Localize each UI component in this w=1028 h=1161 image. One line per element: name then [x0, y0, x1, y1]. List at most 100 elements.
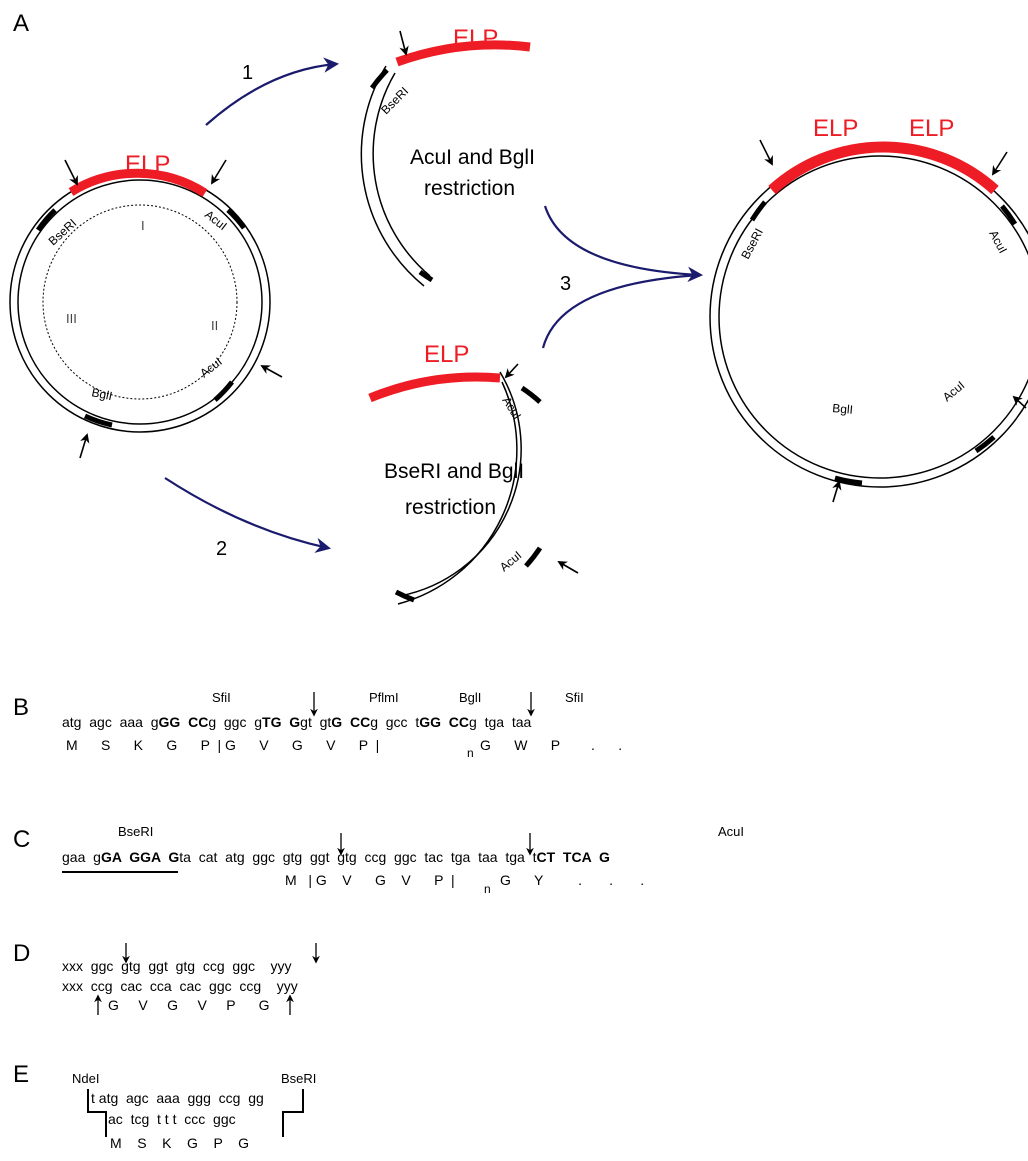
recognition-site-bases: GA GGA G — [101, 849, 179, 865]
sequence-bases: g ggc g — [208, 714, 262, 730]
step-2-arrow — [164, 477, 332, 553]
sequence-bases: atg agc aaa g — [62, 714, 159, 730]
step-2-label: 2 — [216, 538, 227, 560]
panel-d-top-strand: xxx ggc gtg ggt gtg ccg ggc yyy — [62, 958, 292, 974]
panel-c-letter: C — [13, 826, 30, 853]
step-3-label: 3 — [560, 273, 571, 295]
bgli-label: BglI — [832, 401, 854, 417]
fragment-1-caption-line1: AcuI and BglI — [410, 146, 535, 169]
bseri-label: BseRI — [738, 226, 766, 261]
segment-label-ii: II — [211, 318, 218, 333]
cut-arrow — [759, 139, 773, 166]
panel-e-protein-sequence: M S K G P G — [110, 1135, 249, 1151]
bseri-label: BseRI — [281, 1071, 316, 1086]
panel-a-letter: A — [13, 10, 29, 37]
elp-label: ELP — [453, 25, 498, 52]
product-plasmid: ELP ELP BseRI AcuI AcuI BglI — [709, 115, 1028, 503]
bseri-overhang-line — [282, 1089, 304, 1137]
acui-label-2: AcuI — [497, 548, 524, 574]
recognition-site-bases: CC — [188, 714, 208, 730]
sequence-bases — [180, 714, 188, 730]
step-1-arrow — [205, 57, 340, 126]
recognition-site-bases: CC — [350, 714, 370, 730]
elp-label-1: ELP — [813, 115, 858, 142]
sfii-label: SfiI — [212, 690, 231, 705]
fragment-2: ELP AcuI AcuI BseRI and BglI restriction — [368, 341, 579, 605]
acui-label: AcuI — [718, 824, 744, 839]
segment-label-iii: III — [66, 311, 77, 326]
recognition-site-bases: GG — [159, 714, 181, 730]
panel-c-dna-sequence: gaa gGA GGA Gta cat atg ggc gtg ggt gtg … — [62, 849, 610, 865]
bseri-label: BseRI — [46, 216, 80, 248]
acui-label: AcuI — [202, 207, 230, 233]
acui-site-mark — [226, 208, 247, 230]
step-1-label: 1 — [242, 62, 253, 84]
cut-arrow — [64, 159, 78, 186]
panel-e-top-strand: t atg agc aaa ggg ccg gg — [91, 1090, 264, 1106]
recognition-site-bases: TG — [262, 714, 282, 730]
panel-b-protein-sequence: M S K G P | G V G V P | — [66, 737, 379, 753]
acui-site-mark-2 — [213, 380, 234, 402]
panel-b-protein-tail: G W P . . — [480, 737, 622, 753]
panel-b-letter: B — [13, 694, 29, 721]
recognition-site-bases: G — [289, 714, 300, 730]
sequence-bases: gt gt — [300, 714, 331, 730]
acui-label: AcuI — [499, 394, 524, 422]
sequence-bases: g tga taa — [469, 714, 531, 730]
cut-arrow — [211, 159, 227, 185]
end-mark — [394, 589, 415, 603]
panel-b-repeat-subscript: n — [467, 746, 474, 760]
bseri-site-mark — [749, 200, 767, 222]
sequence-bases: ta cat atg ggc gtg ggt gtg ccg ggc tac t… — [179, 849, 536, 865]
segment-label-i: I — [141, 218, 145, 233]
fragment-1-caption-line2: restriction — [424, 177, 515, 200]
recognition-site-bases: CC — [449, 714, 469, 730]
cut-arrow — [399, 30, 409, 56]
sequence-bases: g gcc t — [370, 714, 419, 730]
bgli-site-mark — [834, 475, 863, 486]
fragment-2-caption-line1: BseRI and BglI — [384, 460, 524, 483]
elp-label: ELP — [424, 341, 469, 368]
panel-d-letter: D — [13, 940, 30, 967]
cut-arrow — [557, 561, 579, 574]
recognition-site-bases: G — [331, 714, 342, 730]
step-3-arrow-bottom — [541, 273, 701, 349]
recognition-site-bases: CT TCA G — [536, 849, 609, 865]
pflmi-label: PflmI — [369, 690, 399, 705]
recognition-site-bases: GG — [419, 714, 441, 730]
sequence-bases — [441, 714, 449, 730]
panel-d-protein-sequence: G V G V P G — [108, 997, 270, 1013]
elp-insert-dimer — [768, 141, 999, 195]
panel-c-protein-sequence: M | G V G V P | — [285, 872, 455, 888]
cut-arrow — [260, 365, 283, 378]
fragment-2-caption-line2: restriction — [405, 496, 496, 519]
sequence-bases — [342, 714, 350, 730]
elp-insert — [368, 372, 501, 403]
panel-c-protein-tail: G Y . . . — [500, 872, 644, 888]
source-plasmid: ELP BseRI AcuI AcuI BglI I II III — [9, 151, 283, 459]
acui-label-2: AcuI — [940, 378, 967, 404]
bseri-label: BseRI — [378, 84, 411, 117]
cut-arrow — [1012, 395, 1027, 409]
bgli-label: BglI — [90, 385, 113, 403]
fragment-1: ELP BseRI AcuI and BglI restriction — [360, 25, 535, 287]
acui-site-mark — [520, 385, 542, 404]
cut-arrow — [991, 151, 1008, 176]
elp-label-2: ELP — [909, 115, 954, 142]
acui-site-mark — [1000, 204, 1018, 226]
acui-label: AcuI — [986, 228, 1010, 256]
bseri-site-mark — [35, 208, 57, 232]
sequence-bases: gaa g — [62, 849, 101, 865]
panel-e-letter: E — [13, 1061, 29, 1088]
bgli-label: BglI — [459, 690, 481, 705]
acui-site-mark-2 — [974, 435, 996, 454]
cut-arrow — [504, 363, 519, 379]
panel-c-repeat-subscript: n — [484, 882, 491, 896]
segment-circle — [42, 204, 238, 400]
ndei-overhang-line — [87, 1089, 107, 1137]
cut-arrow — [79, 433, 90, 459]
step-3-arrow-top — [543, 205, 704, 283]
bseri-site-mark — [369, 68, 389, 90]
bgli-site-mark — [83, 413, 113, 428]
